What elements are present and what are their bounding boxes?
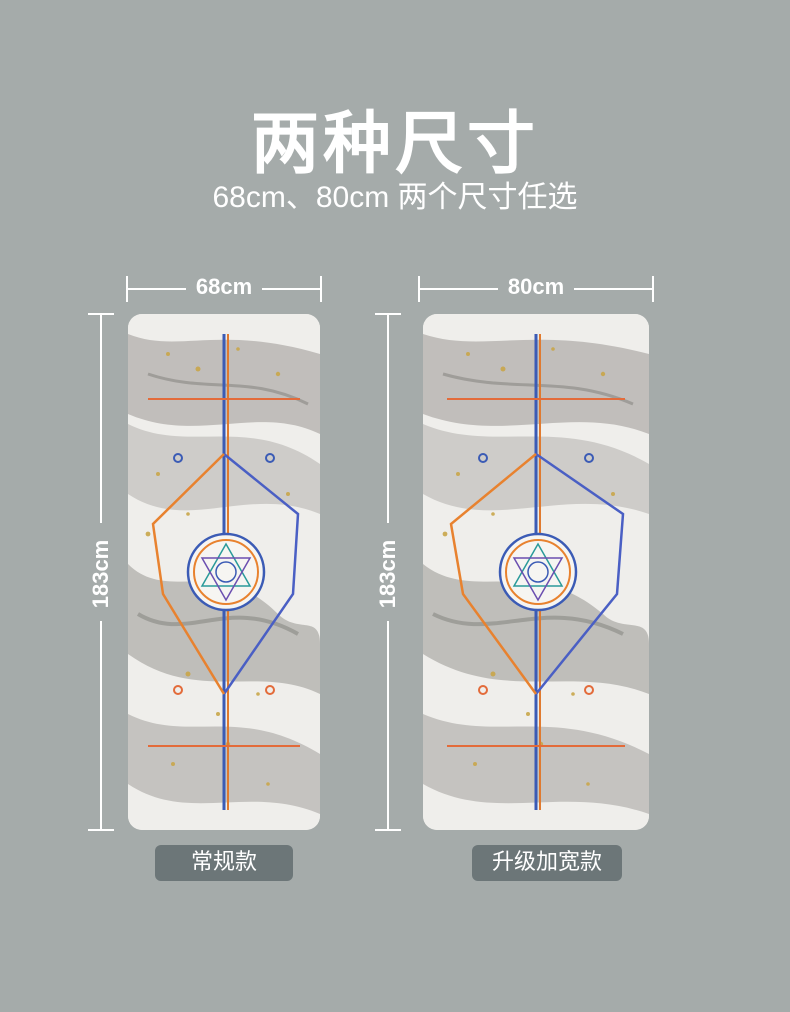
- badge-standard: 常规款: [155, 845, 293, 881]
- width-label: 68cm: [195, 274, 253, 299]
- width-dimension-68: 68cm: [126, 274, 322, 304]
- om-mandala-icon: [498, 532, 578, 612]
- height-label: 183cm: [88, 539, 113, 609]
- om-mandala-icon: [186, 532, 266, 612]
- badge-wide: 升级加宽款: [472, 845, 622, 881]
- height-dimension-left: 183cm: [86, 313, 116, 831]
- mat-pattern: [128, 314, 320, 830]
- page-subtitle: 68cm、80cm 两个尺寸任选: [212, 181, 578, 214]
- width-dimension-80: 80cm: [418, 274, 654, 304]
- height-label: 183cm: [375, 539, 400, 609]
- yoga-mat-68: [128, 314, 320, 830]
- page-title: 两种尺寸: [250, 105, 539, 184]
- height-dimension-right: 183cm: [373, 313, 403, 831]
- width-label: 80cm: [507, 274, 565, 299]
- mat-pattern: [423, 314, 649, 830]
- yoga-mat-80: [423, 314, 649, 830]
